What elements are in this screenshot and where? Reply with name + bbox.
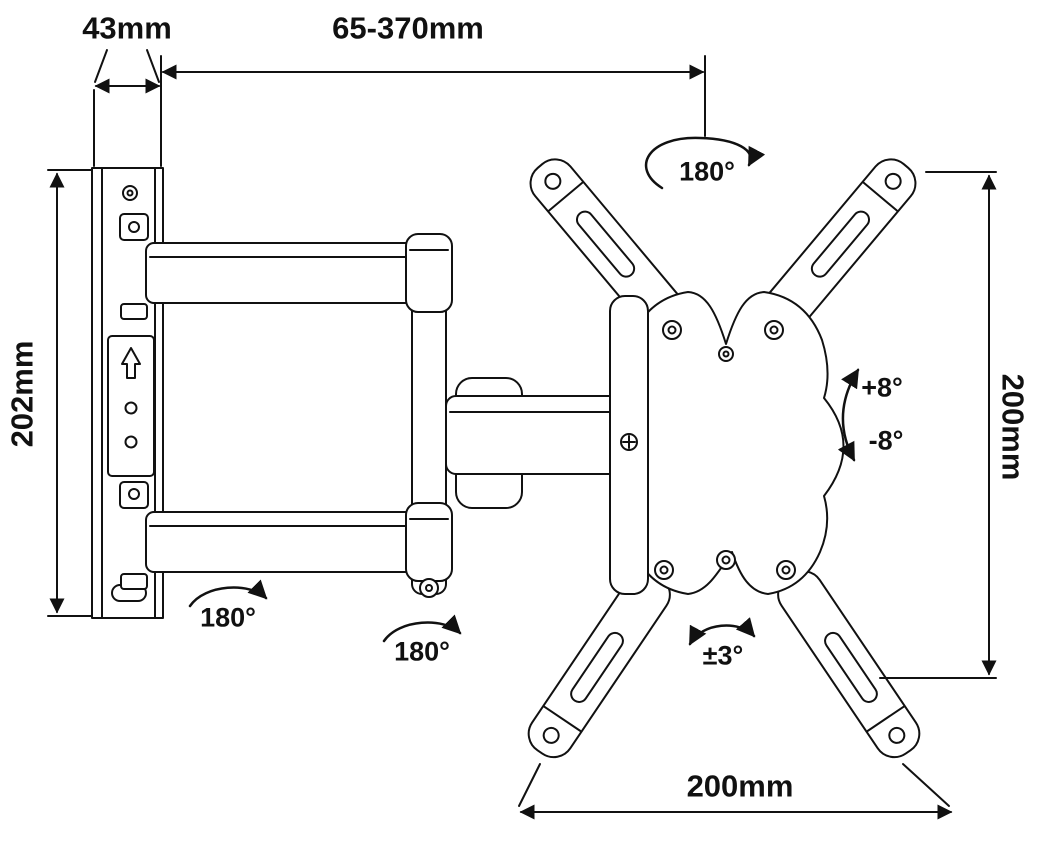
- label-tilt-up: +8°: [861, 372, 903, 403]
- vesa-arm-bottom-right: [777, 570, 921, 759]
- label-plate-rotation: 180°: [679, 156, 735, 187]
- label-tilt-down: -8°: [868, 425, 904, 456]
- arm-pivot-joint: [419, 578, 439, 598]
- wall-swivel-arrow-icon: [188, 579, 268, 608]
- articulating-arm-bottom: [145, 502, 453, 582]
- label-bracket-height: 202mm: [4, 340, 40, 448]
- label-arm-swivel: 180°: [394, 636, 450, 667]
- dimension-vesa-width: [518, 763, 953, 820]
- label-vesa-height: 200mm: [995, 373, 1031, 481]
- label-roll: ±3°: [702, 640, 744, 671]
- extension-arm: [445, 395, 633, 475]
- vesa-arm-bottom-left: [527, 570, 671, 759]
- wall-hinge-hardware: [119, 213, 149, 590]
- dimension-extension-range: [160, 55, 706, 167]
- label-vesa-width: 200mm: [686, 768, 794, 804]
- articulating-arm-top: [145, 233, 453, 313]
- label-wall-swivel: 180°: [200, 602, 256, 633]
- dimension-vesa-height: [879, 171, 997, 679]
- tilt-joint-bar: [609, 295, 649, 595]
- tilt-arrow-icon: [837, 368, 860, 462]
- arm-swivel-arrow-icon: [382, 614, 462, 643]
- vesa-arm-top-right: [759, 158, 917, 337]
- label-extension-range: 65-370mm: [332, 10, 484, 46]
- vesa-arm-top-left: [529, 158, 687, 337]
- vesa-plate: [622, 291, 845, 595]
- label-wall-depth: 43mm: [82, 10, 172, 46]
- plate-rotation-arrow-icon: [644, 136, 766, 190]
- roll-arrow-icon: [688, 617, 756, 646]
- arm-corner-screws: [654, 320, 796, 580]
- dimension-bracket-height: [47, 169, 93, 617]
- up-arrow-icon: [121, 347, 141, 379]
- dimension-wall-depth: [93, 49, 161, 167]
